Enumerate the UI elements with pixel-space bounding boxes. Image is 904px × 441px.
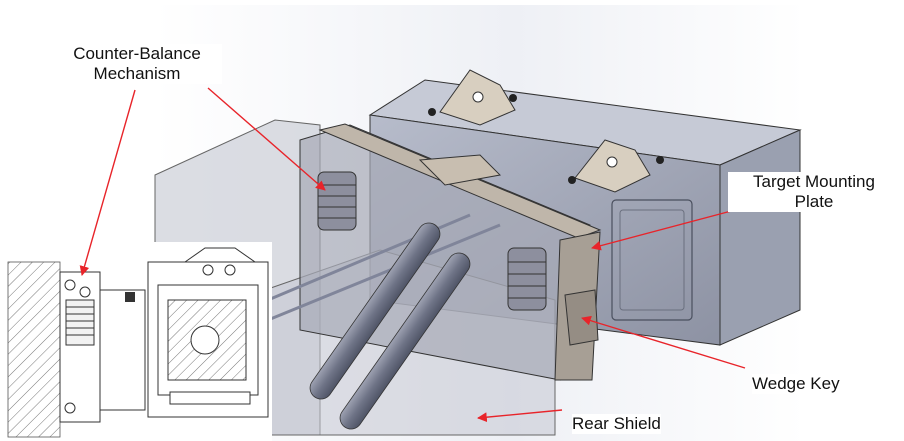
- counter-balance-label: Counter-Balance Mechanism: [52, 44, 222, 84]
- wedge-key-text: Wedge Key: [752, 374, 840, 393]
- counter-balance-line2: Mechanism: [93, 64, 181, 83]
- callout-line-target-mounting: [591, 209, 736, 251]
- callout-line-counter-balance-to-inset: [79, 89, 136, 276]
- rear-shield-label: Rear Shield: [572, 414, 661, 434]
- top-bracket-left: [428, 69, 517, 126]
- top-bracket-right: [568, 139, 664, 193]
- callout-line-wedge-key: [581, 315, 746, 369]
- callout-line-counter-balance-to-spring: [207, 87, 326, 191]
- guide-rods: [267, 213, 501, 430]
- spring-lower: [507, 247, 547, 311]
- counter-balance-line1: Counter-Balance: [73, 44, 201, 63]
- inset-cross-section: [0, 242, 272, 441]
- spring-upper: [317, 171, 357, 231]
- target-mounting-label: Target Mounting Plate: [728, 172, 900, 212]
- target-mounting-line1: Target Mounting: [753, 172, 875, 191]
- callout-line-rear-shield: [477, 409, 563, 423]
- wedge-key: [564, 289, 599, 346]
- rear-shield-text: Rear Shield: [572, 414, 661, 433]
- wedge-key-label: Wedge Key: [752, 374, 840, 394]
- annotation-lines: [79, 87, 746, 423]
- target-mounting-line2: Plate: [794, 192, 834, 211]
